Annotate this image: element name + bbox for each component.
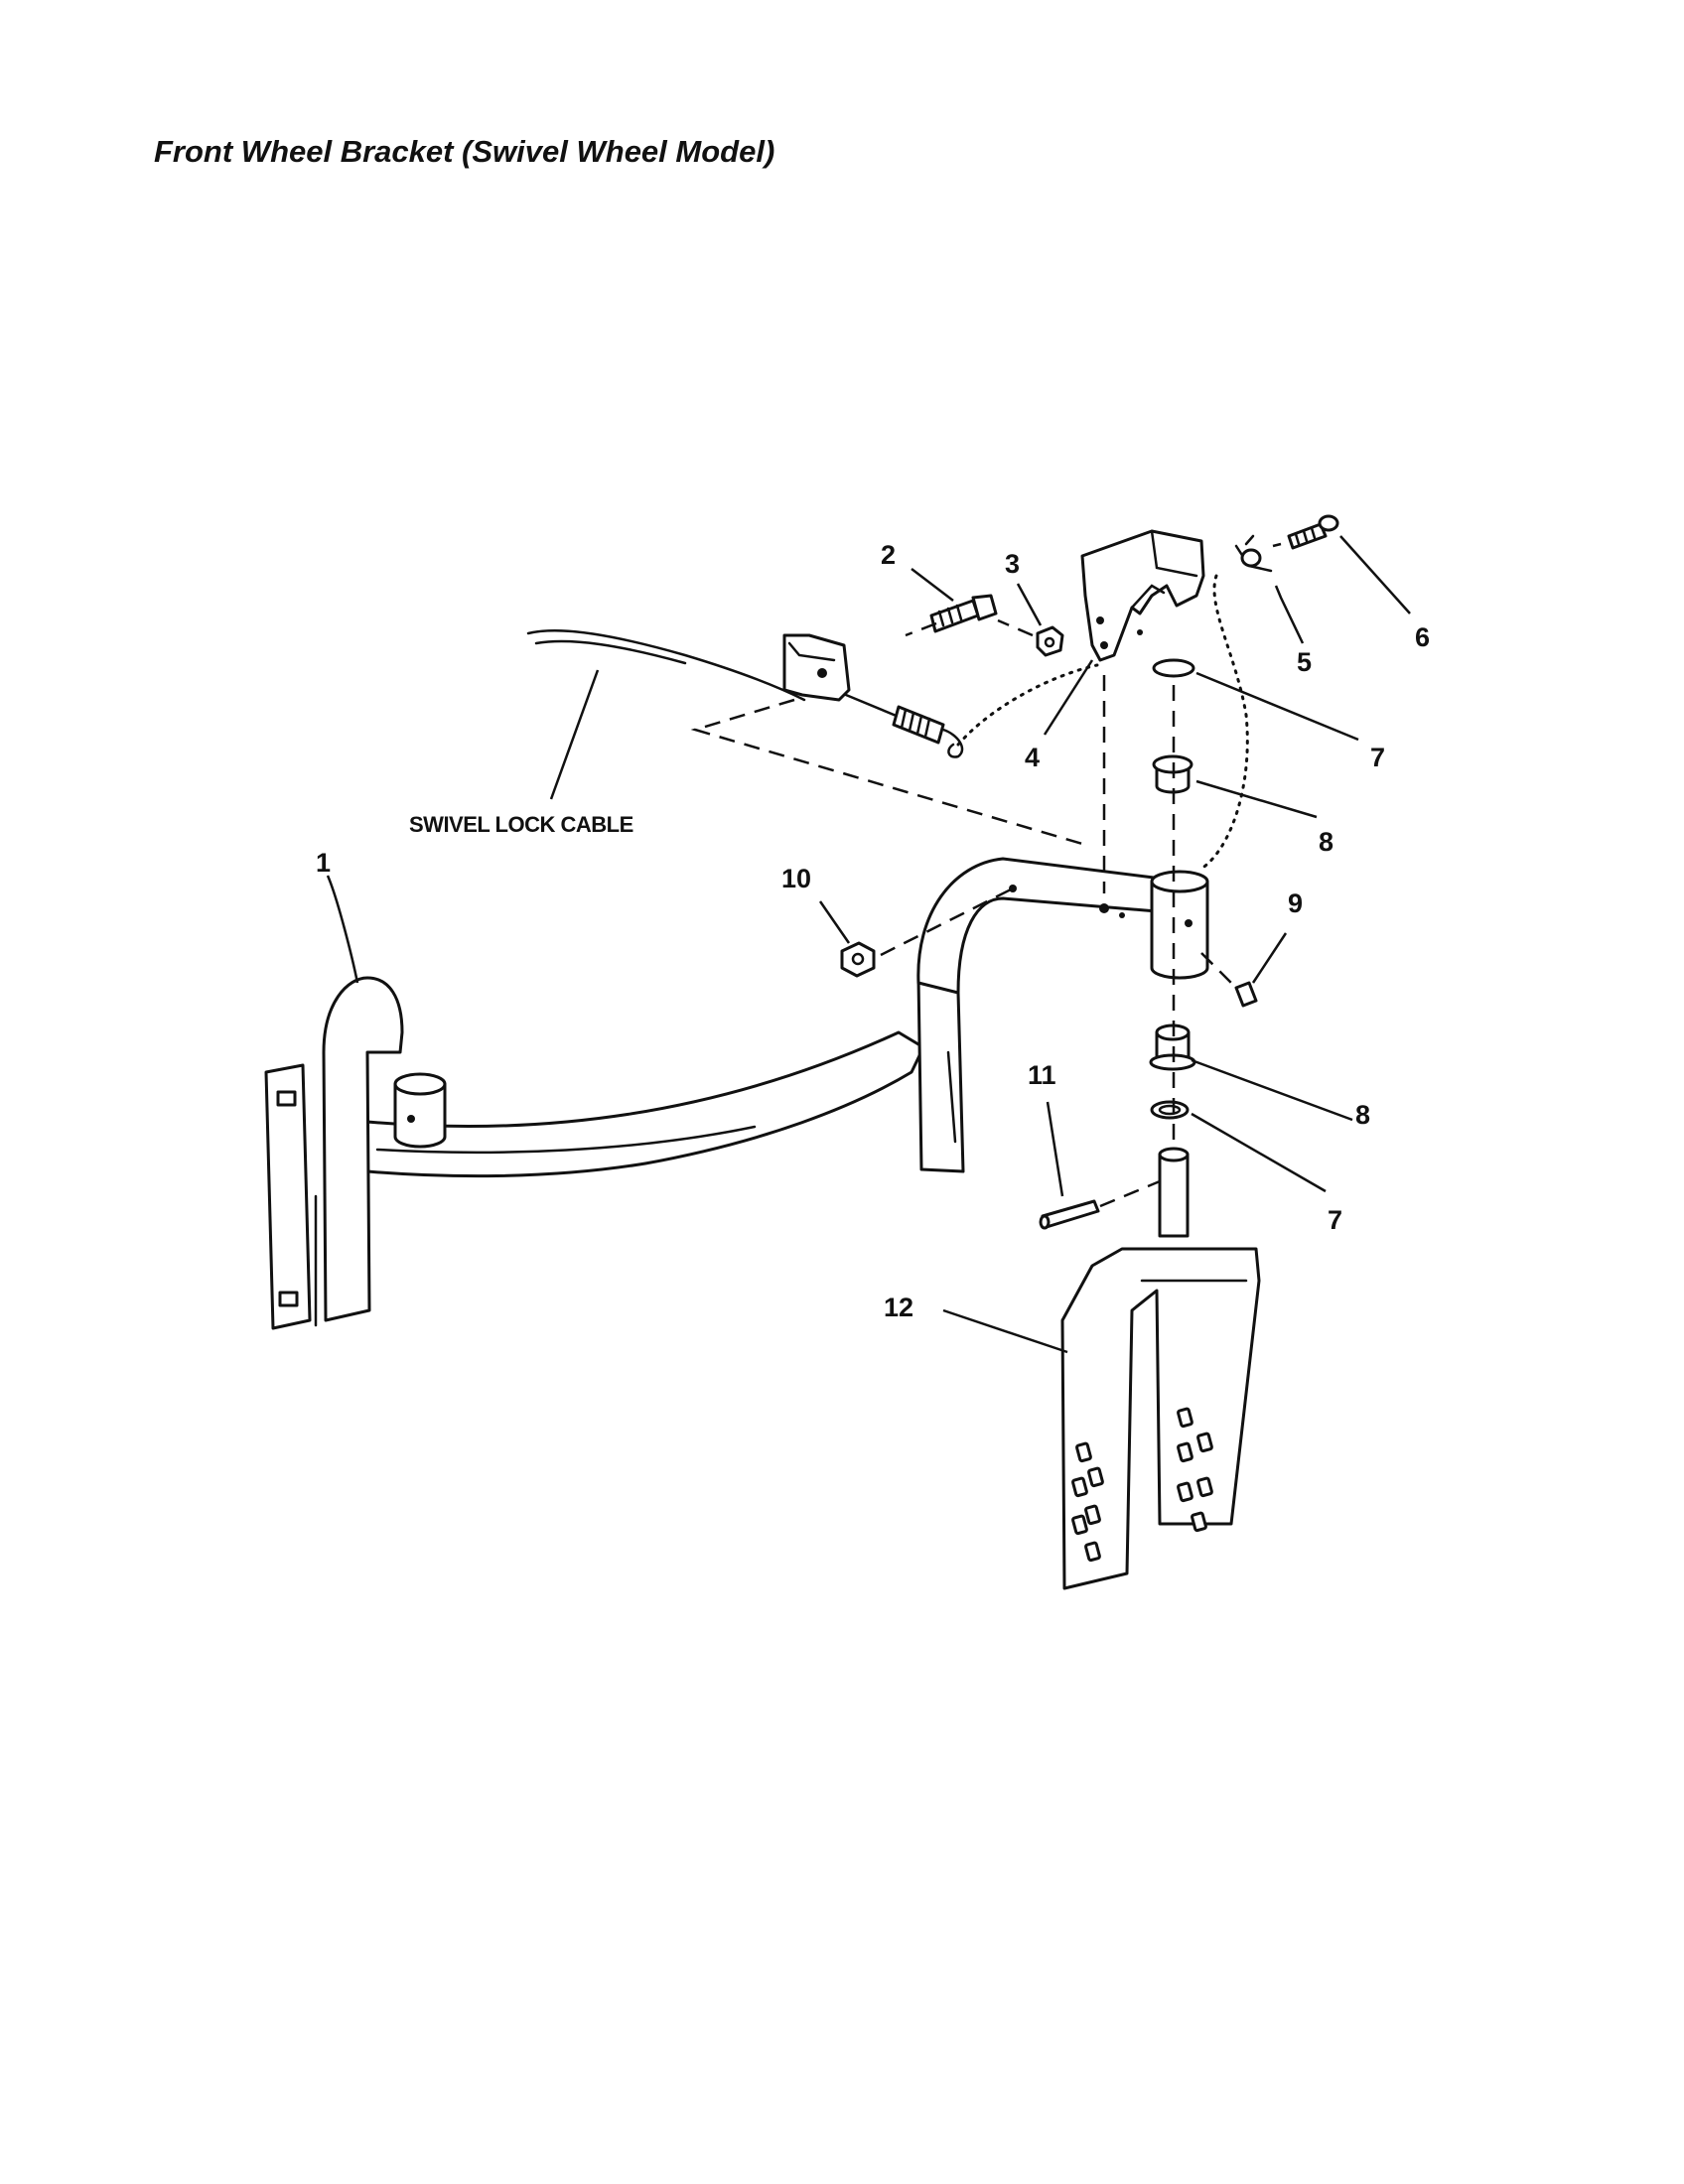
callout-7-upper: 7: [1370, 743, 1385, 772]
callout-11: 11: [1028, 1060, 1056, 1090]
swivel-lock-cable-label: SWIVEL LOCK CABLE: [409, 812, 633, 837]
swivel-lock-cable-assembly: [526, 628, 964, 758]
callout-7-lower: 7: [1328, 1205, 1342, 1235]
grease-fitting-part-9: [1234, 981, 1258, 1008]
spring-pin-part-5: [1234, 534, 1273, 573]
page-title: Front Wheel Bracket (Swivel Wheel Model): [154, 134, 775, 169]
washer-part-7-upper: [1152, 658, 1195, 678]
caster-fork: [1060, 1147, 1261, 1590]
callout-9: 9: [1288, 888, 1303, 918]
callout-5: 5: [1297, 647, 1312, 677]
callout-4: 4: [1025, 743, 1040, 772]
cable-bracket: [1080, 529, 1205, 662]
callout-3: 3: [1005, 549, 1020, 579]
callout-8-lower: 8: [1355, 1100, 1370, 1130]
roll-pin-part-11: [1039, 1199, 1100, 1230]
callout-8-upper: 8: [1319, 827, 1333, 857]
callout-12: 12: [884, 1293, 913, 1322]
callout-labels: 1 2 3 4 5 6 7 7 8 8 9 10 11 12 SWIVEL LO…: [316, 540, 1430, 1322]
locknut-part-10: [840, 941, 876, 978]
fork-vent-slots: [1071, 1407, 1213, 1563]
callout-1: 1: [316, 848, 331, 878]
callout-10: 10: [781, 864, 811, 893]
leader-lines: [326, 535, 1411, 1354]
screw-part-6: [1287, 514, 1339, 550]
nut-part-3: [1036, 625, 1064, 657]
bolt-part-2: [929, 594, 998, 633]
wheel-bracket-frame: [264, 857, 1209, 1330]
callout-6: 6: [1415, 622, 1430, 652]
callout-2: 2: [881, 540, 896, 570]
washer-part-7-lower: [1150, 1100, 1190, 1120]
